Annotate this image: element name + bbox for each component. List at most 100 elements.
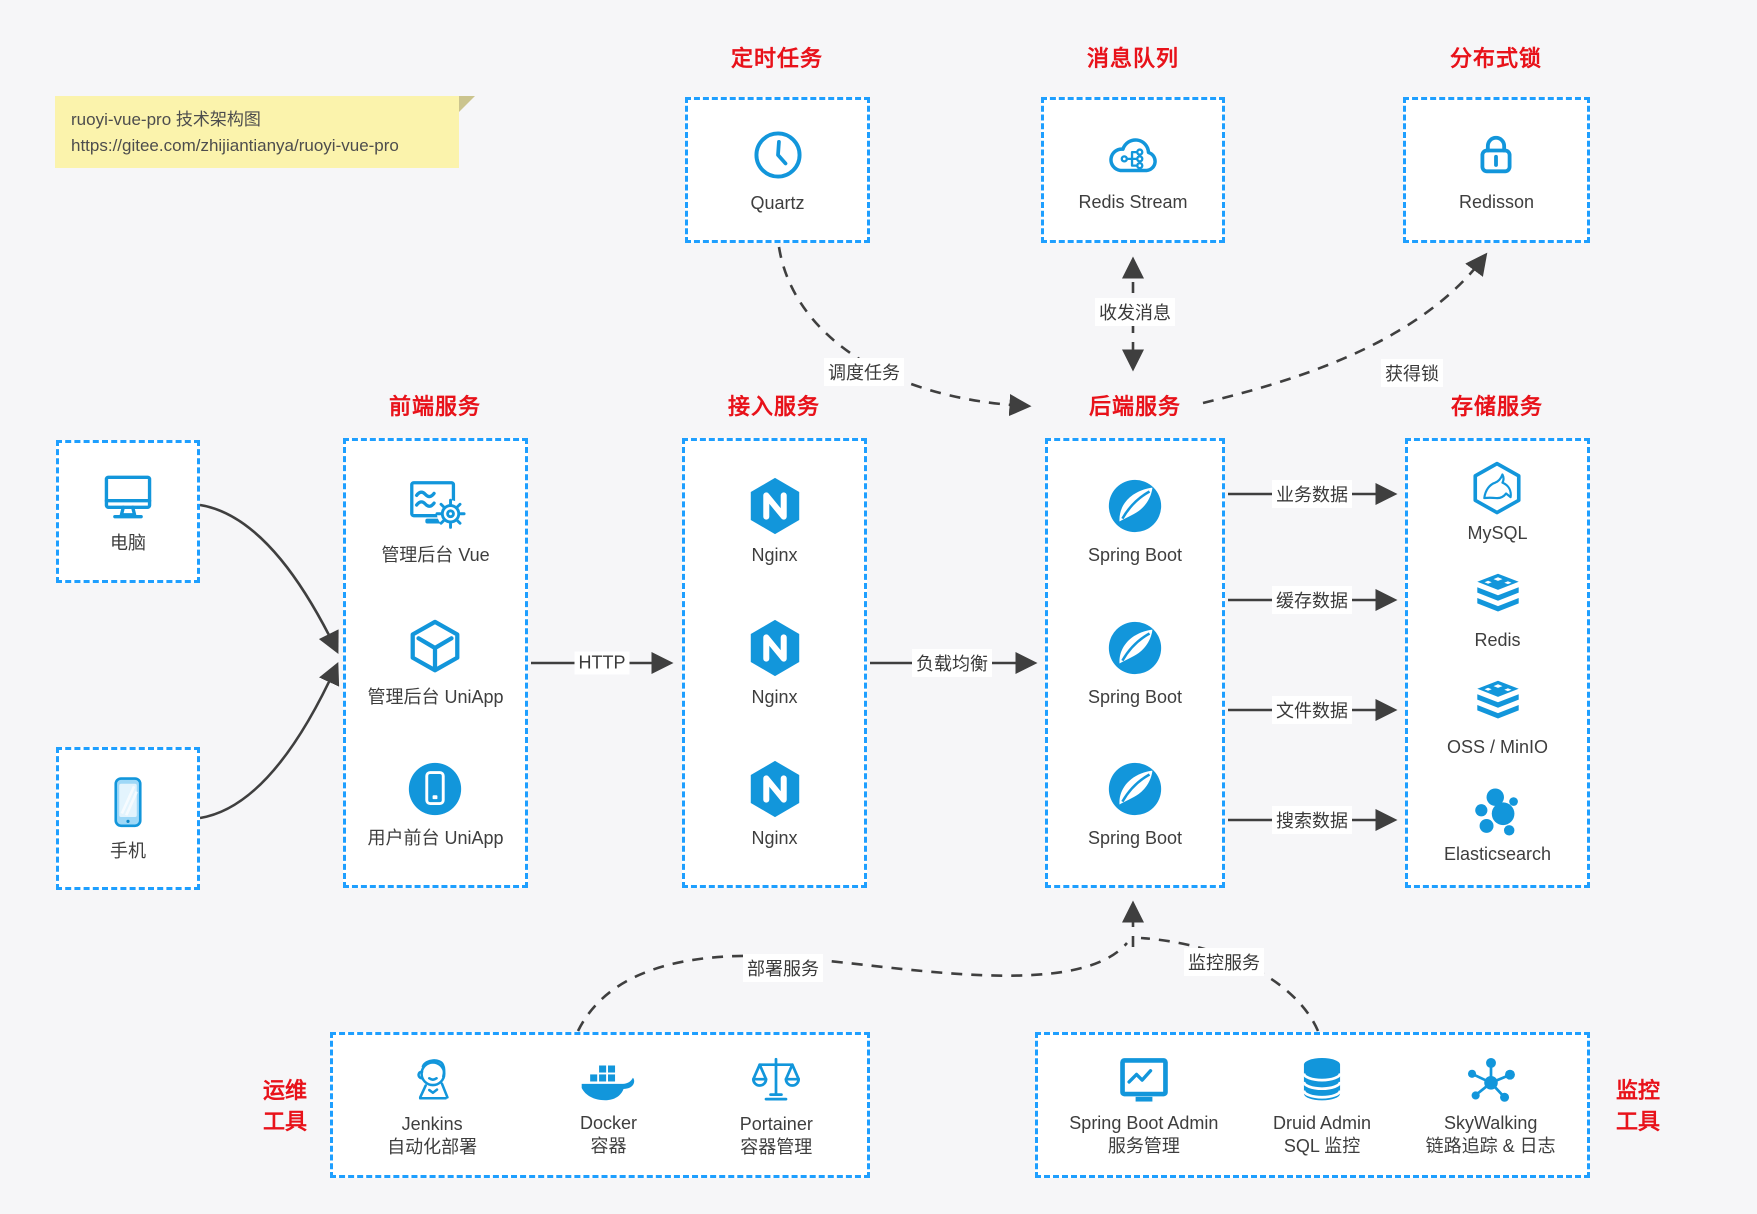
redisson-group-box: Redisson [1403, 97, 1590, 243]
clock-icon [753, 131, 802, 179]
node-druid-admin: Druid Admin SQL 监控 [1273, 1053, 1371, 1158]
nginx-icon [750, 478, 799, 535]
monitor-pulse-icon [1120, 1057, 1168, 1102]
node-label: SkyWalking [1443, 1112, 1538, 1133]
node-label: Nginx [751, 828, 798, 849]
node-portainer: Portainer 容器管理 [740, 1052, 813, 1159]
node-redisson: Redisson [1459, 126, 1534, 214]
node-sublabel: 容器 [590, 1135, 627, 1156]
node-label: Spring Boot [1087, 828, 1183, 849]
computer-client-box: 电脑 [56, 440, 200, 583]
group-title-distributed-lock: 分布式锁 [1449, 46, 1543, 71]
redis-stack-icon [1476, 680, 1519, 719]
node-label: 管理后台 UniApp [367, 686, 504, 707]
node-nginx-3: Nginx [744, 758, 806, 850]
node-label: Portainer [739, 1113, 813, 1134]
note-fold [459, 96, 475, 112]
node-sublabel: SQL 监控 [1283, 1135, 1361, 1156]
admin-screen-gear-icon [409, 481, 466, 530]
edge-label-business-data: 业务数据 [1272, 480, 1352, 508]
cloud-share-icon [1109, 138, 1157, 173]
node-label: Quartz [750, 192, 805, 213]
phone-icon [114, 777, 142, 828]
node-label: Spring Boot Admin [1069, 1112, 1219, 1133]
column-title-backend: 后端服务 [1088, 394, 1182, 419]
edge-label-acquire-lock: 获得锁 [1381, 359, 1443, 387]
node-sublabel: 链路追踪 & 日志 [1425, 1135, 1556, 1156]
node-oss-minio: OSS / MinIO [1447, 678, 1548, 759]
edge-label-monitor-service: 监控服务 [1184, 948, 1264, 976]
node-label: Druid Admin [1273, 1112, 1372, 1133]
backend-column-box: Spring Boot Spring Boot Spring Boot [1045, 438, 1225, 888]
node-label: MySQL [1467, 522, 1528, 543]
node-jenkins: Jenkins 自动化部署 [387, 1052, 477, 1159]
node-sublabel: 自动化部署 [387, 1136, 478, 1157]
nginx-icon [750, 619, 799, 676]
node-admin-uniapp: 管理后台 UniApp [367, 617, 504, 709]
network-nodes-icon [1467, 1057, 1515, 1102]
node-spring-boot-1: Spring Boot [1088, 475, 1182, 567]
phone-client-box: 手机 [56, 747, 200, 890]
node-admin-vue: 管理后台 Vue [381, 475, 490, 567]
group-title-message-queue: 消息队列 [1086, 46, 1180, 71]
spring-leaf-icon [1108, 762, 1162, 816]
database-icon [1302, 1057, 1342, 1100]
node-redis-stream: Redis Stream [1078, 126, 1188, 214]
storage-column-box: MySQL Redis OSS / Mi [1405, 438, 1590, 888]
node-label: Nginx [751, 686, 798, 707]
node-spring-boot-3: Spring Boot [1088, 758, 1182, 850]
gateway-column-box: Nginx Nginx Nginx [682, 438, 867, 888]
node-user-uniapp: 用户前台 UniApp [367, 758, 504, 850]
frontend-column-box: 管理后台 Vue 管理后台 UniApp 用户前台 UniApp [343, 438, 528, 888]
group-title-scheduled-task: 定时任务 [730, 46, 824, 71]
mobile-app-circle-icon [409, 762, 462, 816]
node-computer: 电脑 [98, 467, 158, 555]
node-label: Docker [579, 1112, 637, 1133]
edge-label-search-data: 搜索数据 [1272, 806, 1352, 834]
node-spring-boot-2: Spring Boot [1088, 617, 1182, 709]
node-label: 用户前台 UniApp [367, 828, 504, 849]
monitor-tools-box: Spring Boot Admin 服务管理 Druid Admin SQL 监… [1035, 1032, 1590, 1178]
node-label: Jenkins [401, 1113, 463, 1134]
node-label: Spring Boot [1087, 686, 1183, 707]
computer-icon [104, 475, 152, 519]
mysql-dolphin-icon [1473, 461, 1522, 515]
node-mysql: MySQL [1467, 460, 1528, 545]
node-spring-boot-admin: Spring Boot Admin 服务管理 [1069, 1053, 1218, 1158]
node-nginx-1: Nginx [744, 475, 806, 567]
node-label: Redisson [1458, 191, 1535, 212]
jenkins-butler-icon [417, 1058, 449, 1099]
node-label: Elasticsearch [1443, 843, 1552, 864]
edge-deploy-service [576, 942, 1128, 1032]
node-label: 电脑 [110, 533, 146, 554]
node-nginx-2: Nginx [744, 617, 806, 709]
column-title-storage: 存储服务 [1450, 394, 1544, 419]
node-label: OSS / MinIO [1446, 736, 1549, 757]
sticky-note: ruoyi-vue-pro 技术架构图 https://gitee.com/zh… [55, 96, 475, 168]
node-elasticsearch: Elasticsearch [1444, 785, 1551, 866]
node-label: Nginx [751, 545, 798, 566]
note-title: ruoyi-vue-pro 技术架构图 [71, 110, 261, 129]
node-label: Spring Boot [1087, 545, 1183, 566]
node-sublabel: 容器管理 [740, 1136, 813, 1157]
node-label: Redis Stream [1078, 191, 1188, 212]
elasticsearch-cluster-icon [1475, 788, 1519, 836]
node-label: 手机 [110, 841, 146, 862]
node-label: 管理后台 Vue [381, 545, 490, 566]
spring-leaf-icon [1108, 621, 1162, 674]
ops-tools-box: Jenkins 自动化部署 Docker 容器 [330, 1032, 870, 1178]
node-skywalking: SkyWalking 链路追踪 & 日志 [1426, 1053, 1556, 1158]
edge-label-http: HTTP [574, 651, 630, 675]
monitor-tools-label: 监控 工具 [1615, 1078, 1661, 1134]
docker-whale-icon [582, 1065, 635, 1100]
spring-leaf-icon [1108, 480, 1162, 533]
quartz-group-box: Quartz [685, 97, 870, 243]
edge-label-deploy-service: 部署服务 [743, 954, 823, 982]
scales-icon [752, 1057, 801, 1100]
redis-stack-icon [1476, 573, 1519, 612]
column-title-gateway: 接入服务 [727, 394, 821, 419]
node-label: Redis [1474, 629, 1521, 650]
edge-computer-to-frontend [199, 503, 339, 654]
node-docker: Docker 容器 [577, 1053, 639, 1158]
